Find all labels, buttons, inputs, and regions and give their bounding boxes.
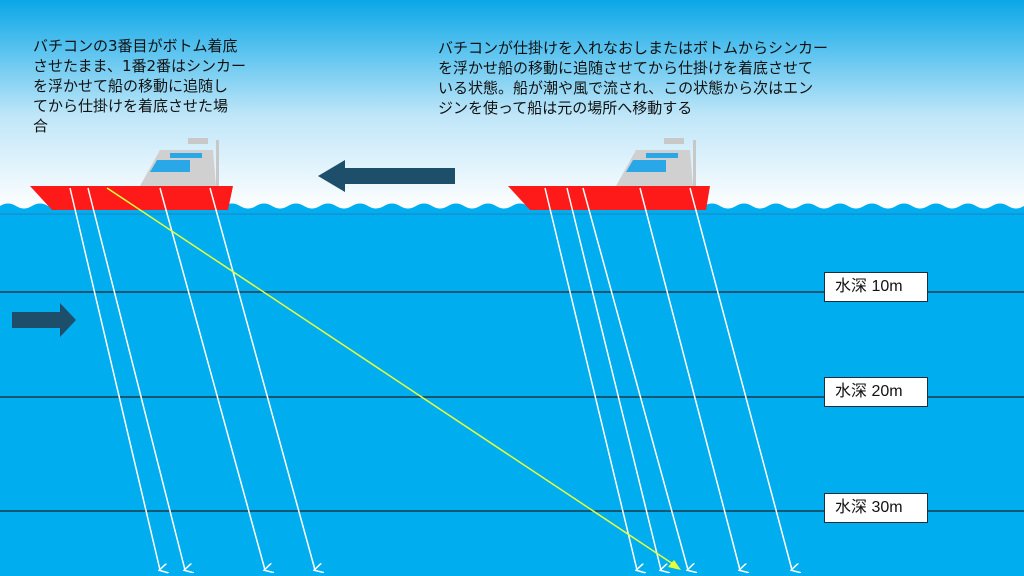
fishing-lines-right xyxy=(544,187,792,570)
fishing-line xyxy=(209,187,315,570)
boat-left-stripe xyxy=(170,153,202,158)
depth-label-10m: 水深 10m xyxy=(824,272,928,302)
boat-right xyxy=(508,138,710,210)
fishing-line xyxy=(87,187,185,570)
boat-left-window xyxy=(150,160,190,172)
caption-right: バチコンが仕掛けを入れなおしまたはボトムからシンカー を浮かせ船の移動に追随させ… xyxy=(438,39,829,117)
boat-right-hull xyxy=(508,186,710,210)
fishing-line xyxy=(582,187,688,570)
boat-left xyxy=(30,138,233,210)
boat-right-antenna xyxy=(664,138,684,144)
drifted-line-arrowhead xyxy=(668,560,681,570)
fishing-line xyxy=(689,187,792,570)
fishing-line xyxy=(69,187,160,570)
fishing-lines-left xyxy=(69,187,315,570)
fishing-line xyxy=(544,187,637,570)
boat-right-mast xyxy=(693,140,696,186)
caption-left: バチコンの3番目がボトム着底 させたまま、1番2番はシンカー を浮かせて船の移動… xyxy=(33,37,247,135)
boat-left-hull xyxy=(30,186,233,210)
boat-right-stripe xyxy=(646,153,678,158)
boat-right-window xyxy=(626,160,666,172)
left-arrow-icon xyxy=(318,160,455,192)
boat-left-antenna xyxy=(188,138,208,144)
drifted-line xyxy=(106,187,677,567)
fishing-line xyxy=(566,187,661,570)
fishing-line xyxy=(159,187,265,570)
depth-label-30m: 水深 30m xyxy=(824,493,928,523)
sea-surface-band xyxy=(0,213,1024,215)
boat-left-mast xyxy=(216,140,219,186)
fishing-line xyxy=(639,187,740,570)
depth-label-20m: 水深 20m xyxy=(824,377,928,407)
right-arrow-icon xyxy=(12,303,76,337)
